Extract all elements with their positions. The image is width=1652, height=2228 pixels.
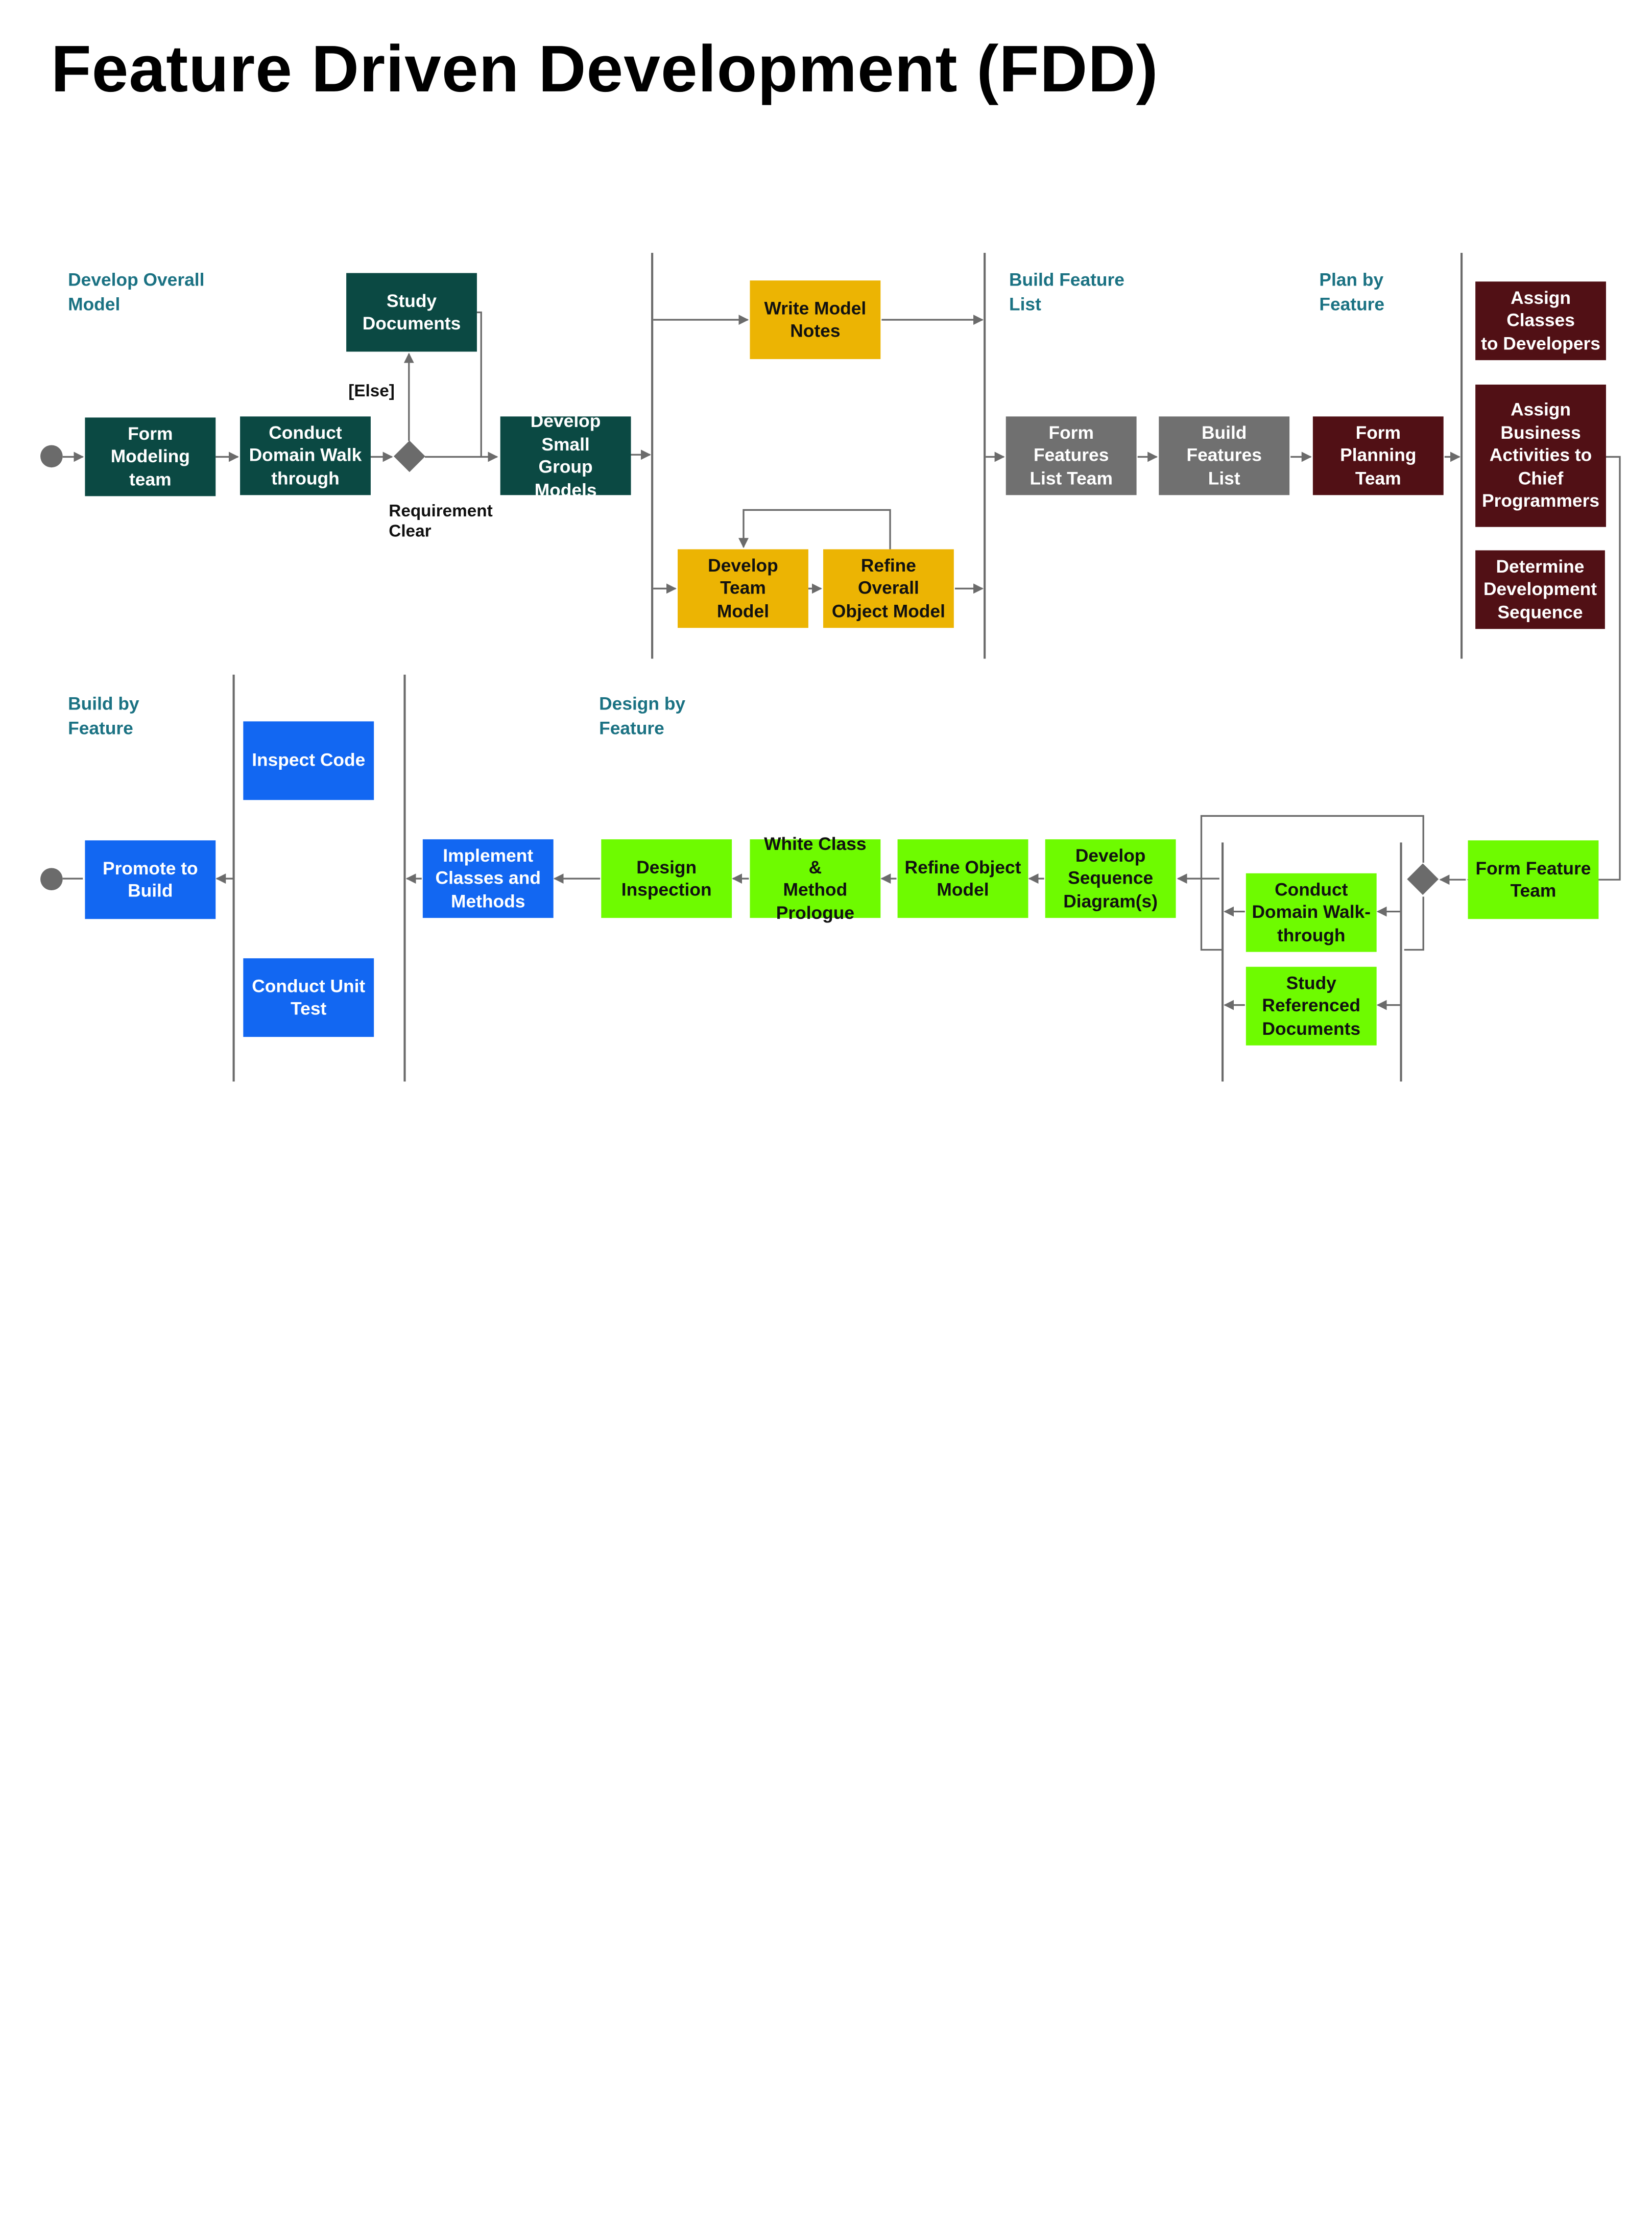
form-features-list-team-box[interactable]: Form Features List Team: [1005, 416, 1137, 495]
build-features-list-box[interactable]: Build Features List: [1159, 416, 1290, 495]
sync-bar: [232, 674, 235, 1082]
form-modeling-team-box[interactable]: Form Modeling team: [85, 417, 216, 496]
flow-connectors: [62, 311, 1621, 1010]
study-documents-box[interactable]: Study Documents: [346, 273, 477, 352]
refine-overall-object-model-box[interactable]: Refine Overall Object Model: [823, 549, 954, 628]
form-planning-team-box[interactable]: Form Planning Team: [1312, 416, 1444, 495]
develop-sequence-diagrams-box[interactable]: Develop Sequence Diagram(s): [1045, 839, 1176, 918]
start-node: [40, 445, 63, 468]
determine-development-sequence-box[interactable]: Determine Development Sequence: [1475, 550, 1605, 629]
develop-team-model-box[interactable]: Develop Team Model: [678, 549, 808, 628]
write-model-notes-box[interactable]: Write Model Notes: [750, 280, 881, 360]
design-inspection-box[interactable]: Design Inspection: [601, 839, 732, 918]
sync-bar: [403, 674, 406, 1082]
phase-label-build-by-feature: Build by Feature: [68, 694, 139, 739]
sync-bar: [984, 253, 986, 659]
end-node: [40, 868, 63, 891]
sync-bar: [1222, 842, 1224, 1082]
conduct-domain-walkthrough-box[interactable]: Conduct Domain Walk through: [240, 416, 371, 495]
implement-classes-and-methods-box[interactable]: Implement Classes and Methods: [422, 839, 554, 918]
phase-label-design-by-feature: Design by Feature: [599, 694, 686, 739]
guard-requirement-clear-label: Requirement Clear: [389, 502, 493, 541]
flow-arrow: [476, 311, 482, 457]
form-feature-team-box[interactable]: Form Feature Team: [1468, 840, 1599, 919]
white-class-method-prologue-box[interactable]: White Class & Method Prologue: [750, 834, 881, 922]
study-referenced-documents-box[interactable]: Study Referenced Documents: [1246, 966, 1377, 1046]
assign-business-activities-box[interactable]: Assign Business Activities to Chief Prog…: [1475, 384, 1606, 527]
phase-label-build-feature-list: Build Feature List: [1009, 270, 1124, 315]
develop-small-group-models-box[interactable]: Develop Small Group Models: [500, 411, 631, 500]
conduct-unit-test-box[interactable]: Conduct Unit Test: [243, 958, 374, 1037]
refine-object-model-box[interactable]: Refine Object Model: [897, 839, 1028, 918]
inspect-code-box[interactable]: Inspect Code: [243, 721, 374, 800]
promote-to-build-box[interactable]: Promote to Build: [85, 840, 216, 919]
sync-bar: [1400, 842, 1402, 1082]
sync-bar: [651, 253, 654, 659]
loop-arrow: [738, 509, 891, 550]
sync-bar: [1461, 253, 1463, 659]
phase-label-plan-by-feature: Plan by Feature: [1319, 270, 1385, 315]
assign-classes-to-developers-box[interactable]: Assign Classes to Developers: [1475, 281, 1606, 361]
phase-label-develop-overall-model: Develop Overall Model: [68, 270, 205, 315]
guard-else-label: [Else]: [348, 382, 395, 401]
loop-arrow: [1200, 815, 1424, 951]
flow-arrow: [1404, 896, 1424, 951]
page-title: Feature Driven Development (FDD): [51, 33, 1159, 106]
conduct-domain-walkthrough-2-box[interactable]: Conduct Domain Walk- through: [1246, 873, 1377, 952]
